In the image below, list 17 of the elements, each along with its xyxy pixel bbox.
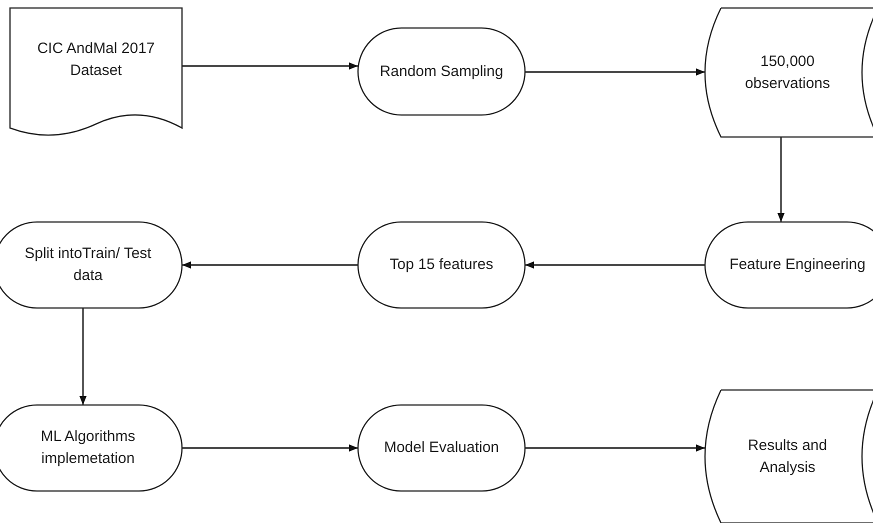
- node-label: 150,000 observations: [744, 52, 832, 94]
- arrow: [525, 261, 705, 269]
- arrow: [182, 444, 358, 452]
- node-label: Random Sampling: [380, 62, 504, 82]
- node-label: Top 15 features: [390, 255, 494, 275]
- arrow: [777, 137, 785, 222]
- arrow: [182, 261, 358, 269]
- node-label: Feature Engineering: [730, 255, 866, 275]
- node-label: Results and Analysis: [746, 436, 828, 478]
- arrow: [79, 308, 87, 405]
- arrow: [182, 62, 358, 70]
- node-label: ML Algorithms implemetation: [40, 427, 136, 469]
- node-label: CIC AndMal 2017 Dataset: [36, 39, 156, 81]
- arrow: [525, 444, 705, 452]
- node-label: Model Evaluation: [384, 438, 500, 458]
- arrow: [525, 68, 705, 76]
- node-label: Split intoTrain/ Test data: [24, 244, 152, 286]
